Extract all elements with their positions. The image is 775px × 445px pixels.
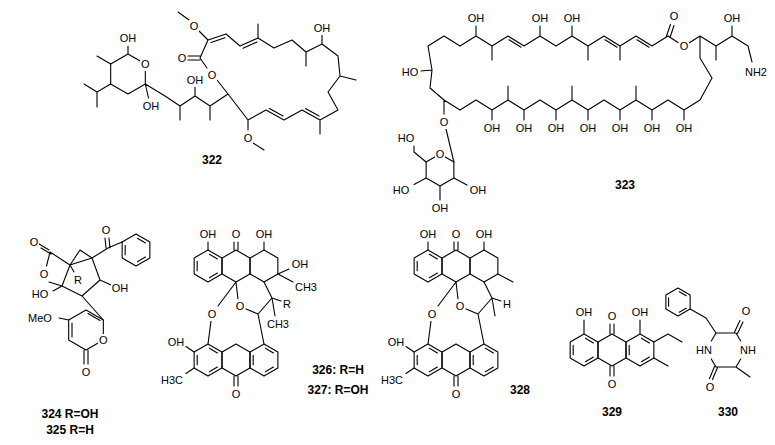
- compound-number: 325 R=H: [45, 423, 95, 437]
- atom-label: O: [98, 334, 109, 347]
- atom-label: OH: [387, 336, 406, 349]
- atom-label: O: [235, 300, 246, 313]
- atom-label: OH: [547, 122, 566, 135]
- atom-label: O: [679, 40, 690, 53]
- atom-label: H3C: [380, 374, 404, 387]
- atom-label: CH3: [266, 318, 290, 331]
- compound-number: 322: [201, 153, 223, 167]
- atom-label: O: [243, 132, 254, 145]
- atom-label: OH: [419, 228, 438, 241]
- atom-label: NH: [739, 344, 757, 357]
- atom-label: OH: [515, 122, 534, 135]
- atom-label: OH: [142, 100, 161, 113]
- atom-label: HN: [695, 344, 713, 357]
- atom-label: H3C: [160, 374, 184, 387]
- compound-number: 324 R=OH: [40, 407, 99, 421]
- atom-label: O: [177, 52, 188, 65]
- atom-label: O: [207, 308, 218, 321]
- atom-label: OH: [531, 12, 550, 25]
- atom-label: OH: [467, 12, 486, 25]
- atom-label: O: [39, 268, 50, 281]
- structure-330: [666, 288, 750, 380]
- structure-323: [414, 25, 752, 201]
- bond-lines: [278, 269, 289, 274]
- structure-322: [84, 12, 356, 150]
- atom-label: OH: [255, 228, 274, 241]
- atom-label: OH: [167, 336, 186, 349]
- atom-label: O: [189, 20, 200, 33]
- compound-number: 330: [717, 405, 739, 419]
- atom-label: OH: [431, 202, 450, 215]
- atom-label: HO: [401, 66, 420, 79]
- atom-label: OH: [579, 122, 598, 135]
- atom-label: OH: [483, 122, 502, 135]
- atom-label: CH3: [294, 281, 318, 294]
- structure-328: [406, 242, 513, 386]
- atom-label: H: [502, 298, 512, 311]
- structure-326-327: [186, 242, 293, 386]
- atom-label: OH: [723, 12, 742, 25]
- atom-label: OH: [111, 282, 130, 295]
- compound-number: 326: R=H: [311, 363, 365, 377]
- atom-label: O: [705, 381, 716, 394]
- dimer-skeleton: [186, 242, 293, 386]
- atom-label: O: [231, 228, 242, 241]
- atom-label: OH: [119, 32, 138, 45]
- atom-label: O: [451, 388, 462, 401]
- atom-label: OH: [675, 122, 694, 135]
- atom-label: OH: [469, 184, 488, 197]
- atom-label: O: [81, 366, 92, 379]
- atom-label: O: [607, 310, 618, 323]
- atom-label: R: [73, 274, 83, 287]
- atom-label: O: [427, 308, 438, 321]
- atom-label: O: [101, 224, 112, 237]
- atom-label: OH: [475, 228, 494, 241]
- atom-label: O: [140, 58, 151, 71]
- bond-lines: [584, 320, 682, 376]
- phenyl-ring: [666, 288, 690, 316]
- phenyl-ring: [122, 234, 150, 266]
- atom-label: O: [607, 378, 618, 391]
- atom-label: O: [451, 228, 462, 241]
- atom-label: OH: [575, 306, 594, 319]
- structure-329: [570, 320, 682, 376]
- atom-label: R: [282, 298, 292, 311]
- quinone-ring: [598, 334, 626, 366]
- atom-label: O: [207, 69, 218, 82]
- atom-label: OH: [643, 122, 662, 135]
- bond-lines: [84, 12, 356, 150]
- atom-label: O: [435, 148, 446, 161]
- atom-label: NH2: [744, 66, 768, 79]
- dimer-skeleton: [406, 242, 513, 386]
- aromatic-ring: [626, 334, 654, 366]
- atom-label: OH: [631, 306, 650, 319]
- structure-324-325: [39, 234, 150, 364]
- atom-label: O: [669, 10, 680, 23]
- bond-lines: [414, 25, 752, 201]
- atom-label: MeO: [27, 312, 53, 325]
- aromatic-ring: [570, 334, 598, 366]
- compound-number: 329: [601, 405, 623, 419]
- atom-label: O: [29, 236, 40, 249]
- atom-label: HO: [31, 288, 50, 301]
- compound-number: 323: [614, 178, 636, 192]
- atom-label: OH: [291, 258, 310, 271]
- atom-label: OH: [611, 122, 630, 135]
- atom-label: O: [455, 300, 466, 313]
- atom-label: OH: [186, 74, 205, 87]
- atom-label: O: [231, 388, 242, 401]
- atom-label: HO: [397, 132, 416, 145]
- atom-label: O: [741, 305, 752, 318]
- atom-label: OH: [313, 22, 332, 35]
- atom-label: O: [439, 116, 450, 129]
- compound-number: 327: R=OH: [306, 383, 369, 397]
- compound-number: 328: [509, 383, 531, 397]
- atom-label: HO: [392, 184, 411, 197]
- atom-label: OH: [199, 228, 218, 241]
- bond-lines: [39, 238, 122, 364]
- atom-label: OH: [563, 12, 582, 25]
